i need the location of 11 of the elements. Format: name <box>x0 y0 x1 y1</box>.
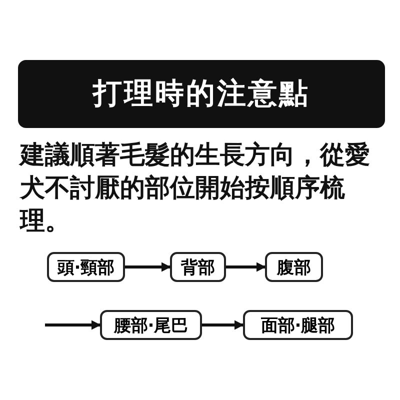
title-banner: 打理時的注意點 <box>18 60 385 128</box>
arrow <box>226 262 266 272</box>
instruction-text: 建議順著毛髮的生長方向，從愛犬不討厭的部位開始按順序梳理。 <box>20 139 371 237</box>
step-box: 腰部·尾巴 <box>100 310 202 340</box>
arrow <box>202 320 244 330</box>
arrow <box>45 320 101 330</box>
arrow <box>125 262 171 272</box>
step-box: 頭·頸部 <box>47 252 125 282</box>
step-box: 面部·腿部 <box>243 310 353 340</box>
step-box: 背部 <box>170 252 226 282</box>
step-box: 腹部 <box>265 252 323 282</box>
